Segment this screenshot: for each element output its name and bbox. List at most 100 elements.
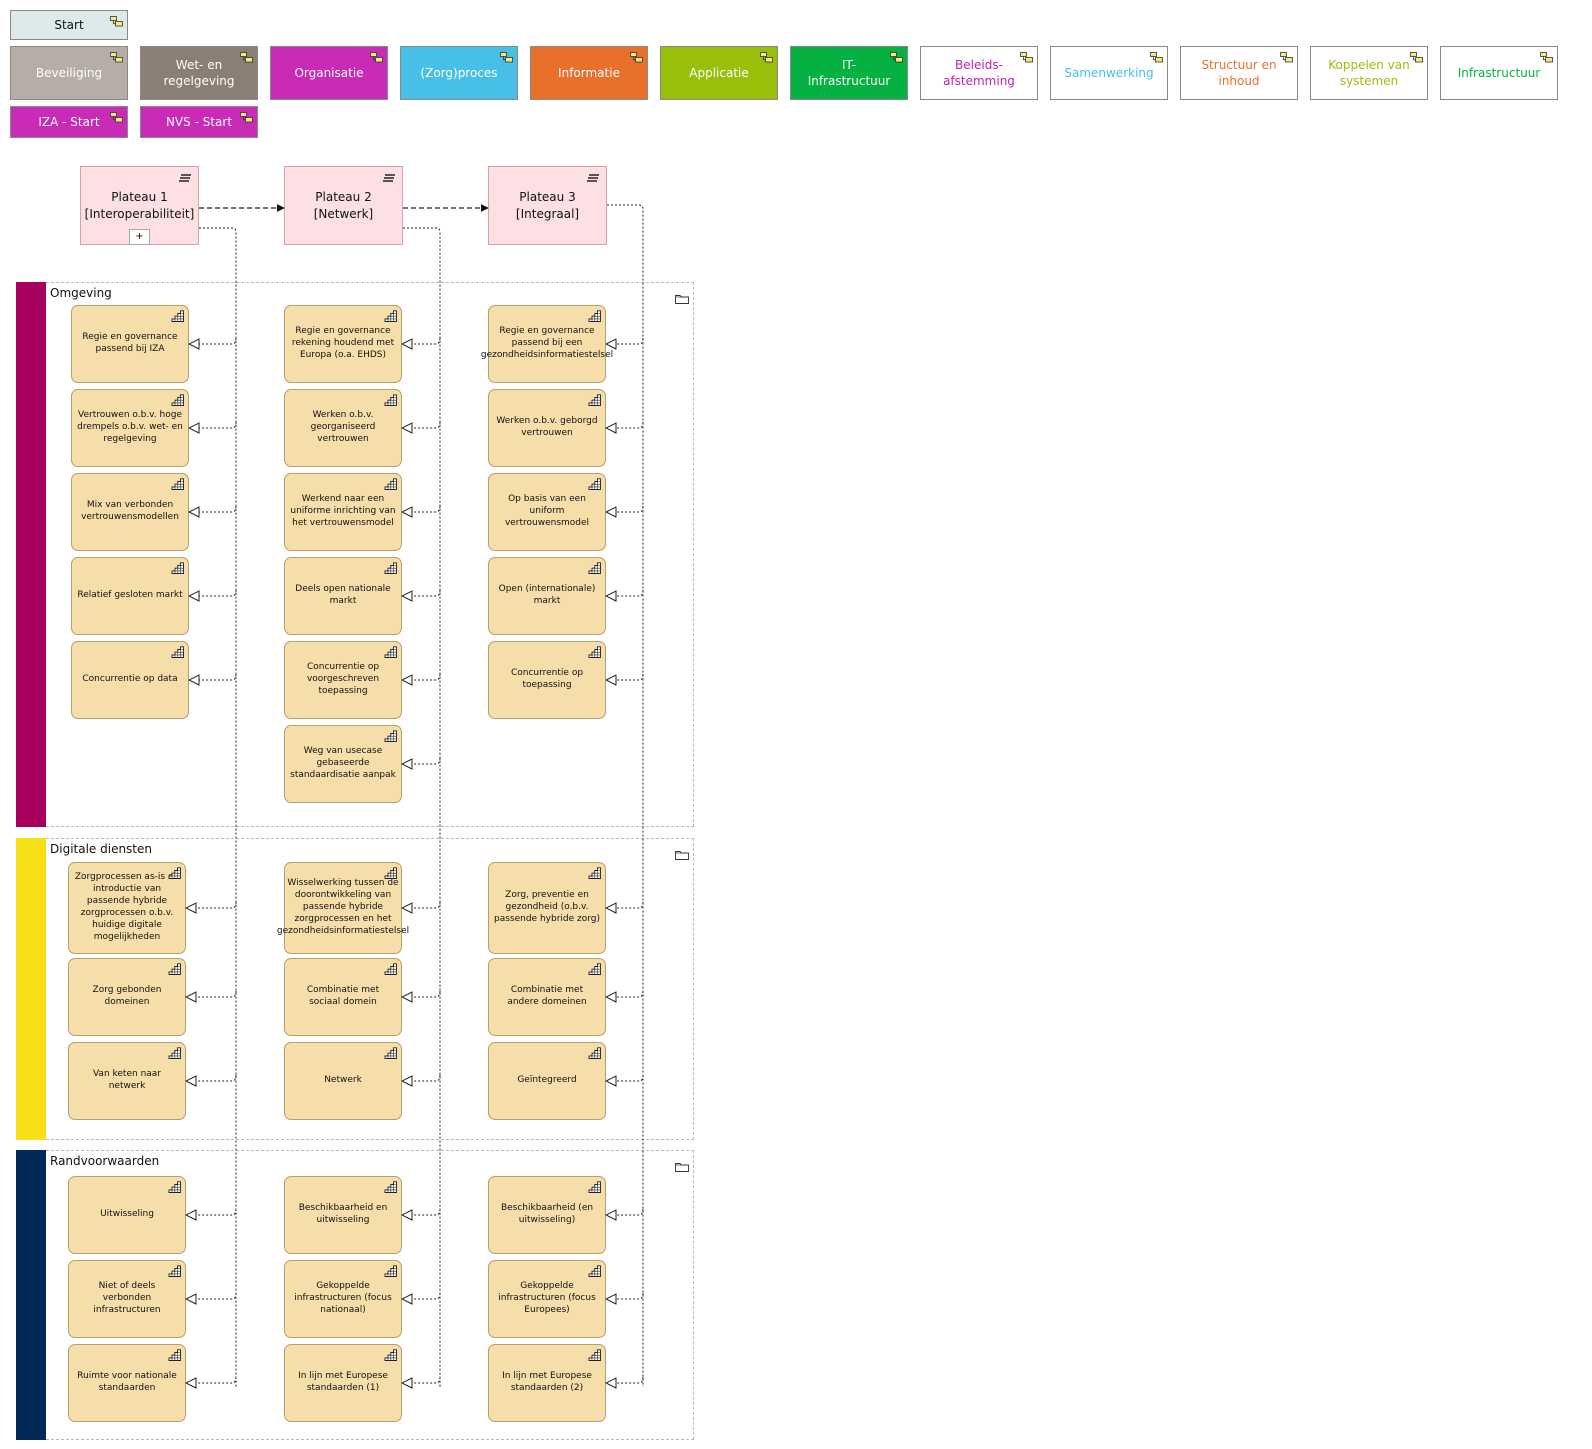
nav-button-iza-start[interactable]: IZA - Start bbox=[10, 106, 128, 138]
requirement-card[interactable]: Ruimte voor nationale standaarden bbox=[68, 1344, 186, 1422]
nav-button-structuur-en-inhoud[interactable]: Structuur en inhoud bbox=[1180, 46, 1298, 100]
requirement-card[interactable]: Uitwisseling bbox=[68, 1176, 186, 1254]
requirement-icon bbox=[168, 963, 181, 975]
requirement-icon bbox=[171, 478, 184, 490]
requirement-icon bbox=[588, 562, 601, 574]
requirement-card[interactable]: Deels open nationale markt bbox=[284, 557, 402, 635]
nav-button-infrastructuur[interactable]: Infrastructuur bbox=[1440, 46, 1558, 100]
requirement-card[interactable]: Regie en governance passend bij IZA bbox=[71, 305, 189, 383]
requirement-icon bbox=[384, 562, 397, 574]
requirement-label: Gekoppelde infrastructuren (focus Europe… bbox=[498, 1281, 596, 1315]
requirement-icon bbox=[171, 562, 184, 574]
plateau-name: Plateau 2 bbox=[315, 190, 372, 205]
plateau-1[interactable]: Plateau 1[Interoperabiliteit]+ bbox=[80, 166, 199, 245]
requirement-card[interactable]: Vertrouwen o.b.v. hoge drempels o.b.v. w… bbox=[71, 389, 189, 467]
requirement-label: Ruimte voor nationale standaarden bbox=[77, 1371, 177, 1393]
start-button[interactable]: Start bbox=[10, 10, 128, 40]
requirement-card[interactable]: Beschikbaarheid en uitwisseling bbox=[284, 1176, 402, 1254]
requirement-card[interactable]: Mix van verbonden vertrouwensmodellen bbox=[71, 473, 189, 551]
nav-button-koppelen-van-systemen[interactable]: Koppelen van systemen bbox=[1310, 46, 1428, 100]
nav-button-applicatie[interactable]: Applicatie bbox=[660, 46, 778, 100]
requirement-card[interactable]: Relatief gesloten markt bbox=[71, 557, 189, 635]
nav-button-informatie[interactable]: Informatie bbox=[530, 46, 648, 100]
requirement-card[interactable]: Van keten naar netwerk bbox=[68, 1042, 186, 1120]
expand-button[interactable]: + bbox=[129, 229, 150, 245]
view-reference-icon bbox=[1020, 51, 1033, 63]
nav-button-zorgproces[interactable]: (Zorg)proces bbox=[400, 46, 518, 100]
requirement-label: Werkend naar een uniforme inrichting van… bbox=[290, 494, 396, 528]
requirement-icon bbox=[588, 1181, 601, 1193]
requirement-card[interactable]: Werken o.b.v. geborgd vertrouwen bbox=[488, 389, 606, 467]
requirement-card[interactable]: Regie en governance passend bij een gezo… bbox=[481, 305, 613, 383]
requirement-icon bbox=[588, 310, 601, 322]
requirement-card[interactable]: Zorg gebonden domeinen bbox=[68, 958, 186, 1036]
requirement-card[interactable]: Op basis van een uniform vertrouwensmode… bbox=[488, 473, 606, 551]
folder-icon bbox=[675, 1157, 689, 1172]
view-reference-icon bbox=[240, 51, 253, 63]
requirement-card[interactable]: Weg van usecase gebaseerde standaardisat… bbox=[284, 725, 402, 803]
requirement-card[interactable]: Regie en governance rekening houdend met… bbox=[284, 305, 402, 383]
requirement-label: Zorg gebonden domeinen bbox=[92, 985, 162, 1007]
requirement-card[interactable]: In lijn met Europese standaarden (2) bbox=[488, 1344, 606, 1422]
nav-button-label: Organisatie bbox=[294, 65, 364, 80]
requirement-card[interactable]: Combinatie met andere domeinen bbox=[488, 958, 606, 1036]
requirement-label: Geïntegreerd bbox=[517, 1075, 577, 1086]
requirement-card[interactable]: Gekoppelde infrastructuren (focus Europe… bbox=[488, 1260, 606, 1338]
requirement-icon bbox=[588, 646, 601, 658]
requirement-label: Weg van usecase gebaseerde standaardisat… bbox=[290, 746, 396, 780]
requirement-card[interactable]: Wisselwerking tussen de doorontwikkeling… bbox=[277, 862, 409, 954]
requirement-label: Zorgprocessen as-is en introductie van p… bbox=[74, 872, 180, 942]
nav-button-label: Infrastructuur bbox=[1457, 65, 1541, 80]
requirement-card[interactable]: Concurrentie op data bbox=[71, 641, 189, 719]
plateau-menu-icon bbox=[178, 172, 192, 182]
requirement-card[interactable]: Gekoppelde infrastructuren (focus nation… bbox=[284, 1260, 402, 1338]
nav-button-beleidsafstemming[interactable]: Beleids- afstemming bbox=[920, 46, 1038, 100]
requirement-icon bbox=[171, 394, 184, 406]
requirement-label: Niet of deels verbonden infrastructuren bbox=[93, 1281, 161, 1315]
nav-button-label: Structuur en inhoud bbox=[1201, 57, 1277, 88]
requirement-label: Open (internationale) markt bbox=[498, 584, 596, 606]
requirement-card[interactable]: Werkend naar een uniforme inrichting van… bbox=[284, 473, 402, 551]
requirement-card[interactable]: Concurrentie op toepassing bbox=[488, 641, 606, 719]
requirement-label: Beschikbaarheid en uitwisseling bbox=[298, 1203, 388, 1225]
requirement-icon bbox=[384, 1181, 397, 1193]
group-title: Omgeving bbox=[50, 286, 112, 300]
requirement-card[interactable]: Beschikbaarheid (en uitwisseling) bbox=[488, 1176, 606, 1254]
nav-button-nvs-start[interactable]: NVS - Start bbox=[140, 106, 258, 138]
view-reference-icon bbox=[630, 51, 643, 63]
plateau-2[interactable]: Plateau 2[Netwerk] bbox=[284, 166, 403, 245]
view-reference-icon bbox=[1410, 51, 1423, 63]
requirement-card[interactable]: Niet of deels verbonden infrastructuren bbox=[68, 1260, 186, 1338]
nav-button-wet-en-regelgeving[interactable]: Wet- en regelgeving bbox=[140, 46, 258, 100]
nav-button-it-infrastructuur[interactable]: IT-Infrastructuur bbox=[790, 46, 908, 100]
requirement-label: Regie en governance passend bij IZA bbox=[82, 332, 178, 354]
requirement-label: Werken o.b.v. geborgd vertrouwen bbox=[496, 416, 598, 438]
folder-icon bbox=[675, 845, 689, 860]
view-reference-icon bbox=[1280, 51, 1293, 63]
nav-button-organisatie[interactable]: Organisatie bbox=[270, 46, 388, 100]
requirement-card[interactable]: Open (internationale) markt bbox=[488, 557, 606, 635]
requirement-card[interactable]: In lijn met Europese standaarden (1) bbox=[284, 1344, 402, 1422]
requirement-icon bbox=[588, 1349, 601, 1361]
requirement-icon bbox=[384, 646, 397, 658]
view-reference-icon bbox=[110, 51, 123, 63]
requirement-card[interactable]: Concurrentie op voorgeschreven toepassin… bbox=[284, 641, 402, 719]
view-reference-icon bbox=[890, 51, 903, 63]
folder-icon bbox=[675, 289, 689, 304]
requirement-card[interactable]: Zorg, preventie en gezondheid (o.b.v. pa… bbox=[488, 862, 606, 954]
requirement-label: Uitwisseling bbox=[100, 1209, 154, 1220]
nav-button-samenwerking[interactable]: Samenwerking bbox=[1050, 46, 1168, 100]
view-reference-icon bbox=[500, 51, 513, 63]
view-reference-icon bbox=[760, 51, 773, 63]
requirement-card[interactable]: Geïntegreerd bbox=[488, 1042, 606, 1120]
nav-button-label: Wet- en regelgeving bbox=[163, 57, 235, 88]
nav-button-label: Beleids- afstemming bbox=[943, 57, 1015, 88]
requirement-card[interactable]: Netwerk bbox=[284, 1042, 402, 1120]
nav-button-beveiliging[interactable]: Beveiliging bbox=[10, 46, 128, 100]
plateau-3[interactable]: Plateau 3[Integraal] bbox=[488, 166, 607, 245]
plateau-subtitle: [Interoperabiliteit] bbox=[84, 206, 195, 221]
requirement-card[interactable]: Zorgprocessen as-is en introductie van p… bbox=[68, 862, 186, 954]
requirement-card[interactable]: Werken o.b.v. georganiseerd vertrouwen bbox=[284, 389, 402, 467]
requirement-label: In lijn met Europese standaarden (2) bbox=[502, 1371, 592, 1393]
requirement-card[interactable]: Combinatie met sociaal domein bbox=[284, 958, 402, 1036]
